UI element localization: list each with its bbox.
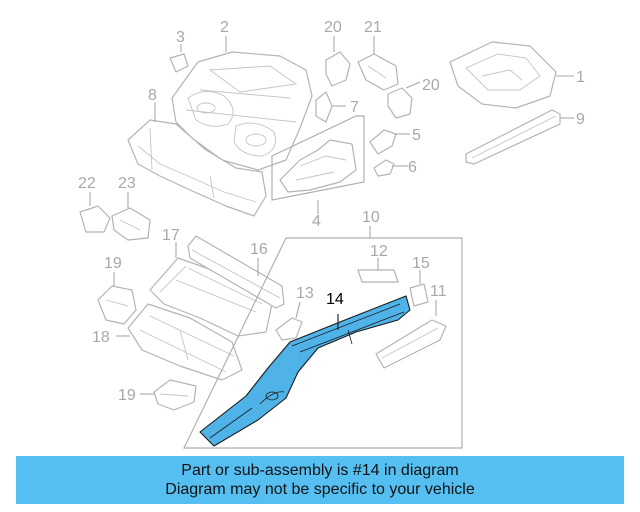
callout-15: 15 [412, 255, 430, 272]
part-2: 2 [171, 19, 313, 171]
part-3: 3 [169, 29, 189, 73]
part-4-group: 4 [271, 115, 365, 230]
callout-19: 19 [118, 387, 136, 404]
callout-22-upper: 21 [364, 19, 382, 36]
part-13: 13 [275, 285, 314, 341]
callout-2: 2 [220, 19, 229, 36]
callout-11: 11 [430, 283, 447, 300]
callout-5: 5 [412, 127, 421, 144]
callout-16: 16 [250, 241, 268, 258]
part-20: 20 [387, 77, 440, 119]
banner-line-2: Diagram may not be specific to your vehi… [165, 481, 475, 498]
parts-diagram: 3 2 8 20 [78, 19, 585, 449]
part-18: 18 [92, 303, 243, 381]
callout-9: 9 [576, 111, 585, 128]
callout-3: 3 [176, 29, 185, 46]
callout-8: 8 [148, 87, 157, 104]
callout-13: 13 [296, 285, 314, 302]
part-6: 6 [373, 159, 417, 177]
part-22-lower: 22 [78, 175, 111, 233]
callout-14: 14 [326, 291, 344, 308]
callout-18: 18 [92, 329, 110, 346]
callout-4: 4 [312, 213, 321, 230]
callout-22-lower: 22 [78, 175, 96, 192]
part-7: 7 [315, 91, 359, 123]
callout-1: 1 [576, 69, 585, 86]
banner-line-1: Part or sub-assembly is #14 in diagram [181, 462, 459, 479]
callout-23: 23 [118, 175, 136, 192]
callout-6: 6 [408, 159, 417, 176]
part-23: 23 [111, 175, 151, 241]
part-5: 5 [369, 127, 421, 155]
part-1: 1 [449, 41, 585, 109]
callout-10: 10 [362, 209, 380, 226]
part-21-lower: 19 [97, 255, 137, 325]
part-22-upper: 21 [357, 19, 399, 91]
info-banner: Part or sub-assembly is #14 in diagram D… [16, 456, 624, 504]
callout-21-lower: 19 [104, 255, 122, 272]
part-19: 19 [118, 379, 197, 411]
part-16: 16 [187, 235, 285, 309]
part-21-upper: 20 [324, 19, 351, 87]
part-15: 15 [409, 255, 430, 307]
callout-20: 20 [422, 77, 440, 94]
part-9: 9 [465, 109, 585, 165]
callout-7: 7 [350, 99, 359, 116]
callout-21-upper: 20 [324, 19, 342, 36]
part-12: 12 [357, 243, 399, 283]
callout-12: 12 [370, 243, 388, 260]
callout-17: 17 [162, 227, 180, 244]
part-8: 8 [127, 87, 267, 217]
part-11: 11 [375, 283, 447, 369]
part-14-highlighted: 14 [199, 291, 411, 447]
part-17: 17 [149, 227, 273, 337]
part-10-group: 10 [183, 209, 463, 449]
